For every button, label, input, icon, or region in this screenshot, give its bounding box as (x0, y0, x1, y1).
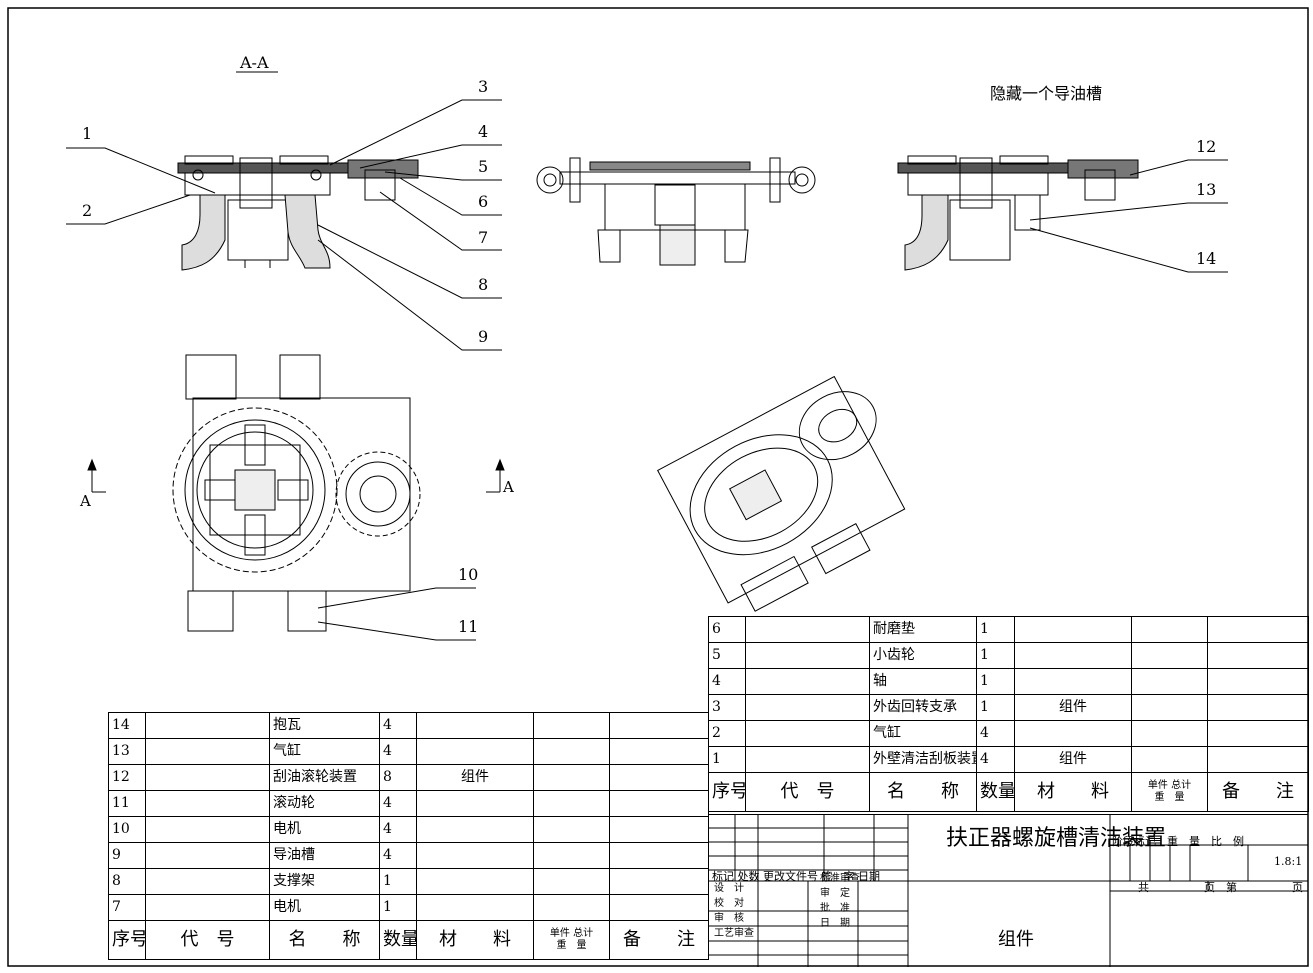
callout-5: 5 (478, 157, 488, 176)
sign-labels: 设 计校 对审 核工艺审查 (714, 883, 754, 939)
table-header: 序号 代 号 名 称 数量 材 料 单件 总计重 量 备 注 (708, 772, 1309, 812)
hidden-note: 隐藏一个导油槽 (990, 84, 1102, 103)
callout-6: 6 (478, 192, 488, 211)
callout-2: 2 (82, 201, 92, 220)
callout-3: 3 (478, 77, 488, 96)
stage-labels: 阶段标记 重 量 比 例 (1112, 835, 1244, 848)
drawing-title: 扶正器螺旋槽清洁装置 (946, 826, 1167, 851)
callout-11: 11 (458, 617, 478, 636)
callout-numbers: 1 2 3 4 5 6 7 8 9 10 11 12 13 14 (82, 77, 1216, 636)
hidden-view: 隐藏一个导油槽 (897, 84, 1139, 271)
cut-label-left: A (79, 492, 91, 510)
sign-labels-2: 标准审查审 定批 准日 期 (820, 873, 860, 929)
scale-value: 1.8:1 (1274, 855, 1303, 868)
front-view (536, 157, 816, 266)
drawing-frame (7, 7, 1309, 967)
isometric-view (656, 375, 906, 612)
top-view: A A (79, 354, 514, 632)
callout-leaders (66, 99, 1228, 641)
section-view-aa: A-A (177, 53, 419, 271)
callout-13: 13 (1196, 180, 1216, 199)
callout-10: 10 (458, 565, 478, 584)
title-block: 扶正器螺旋槽清洁装置 组件 标记 处数 更改文件号 签 字 日期 设 计校 对审… (708, 814, 1308, 967)
callout-7: 7 (478, 228, 488, 247)
callout-8: 8 (478, 275, 488, 294)
section-label: A-A (239, 53, 269, 72)
callout-1: 1 (82, 124, 92, 143)
callout-4: 4 (478, 122, 488, 141)
callout-14: 14 (1196, 249, 1216, 268)
sheet-labels: 共 页 第 页 (1138, 881, 1303, 894)
table-header: 序号 代 号 名 称 数量 材 料 单件 总计重 量 备 注 (108, 920, 709, 960)
drawing-subtitle: 组件 (998, 929, 1034, 950)
callout-12: 12 (1196, 137, 1216, 156)
title-block-grid (708, 815, 1308, 967)
revision-labels: 标记 处数 更改文件号 签 字 日期 (712, 870, 880, 883)
cut-label-right: A (502, 478, 514, 496)
callout-9: 9 (478, 327, 488, 346)
